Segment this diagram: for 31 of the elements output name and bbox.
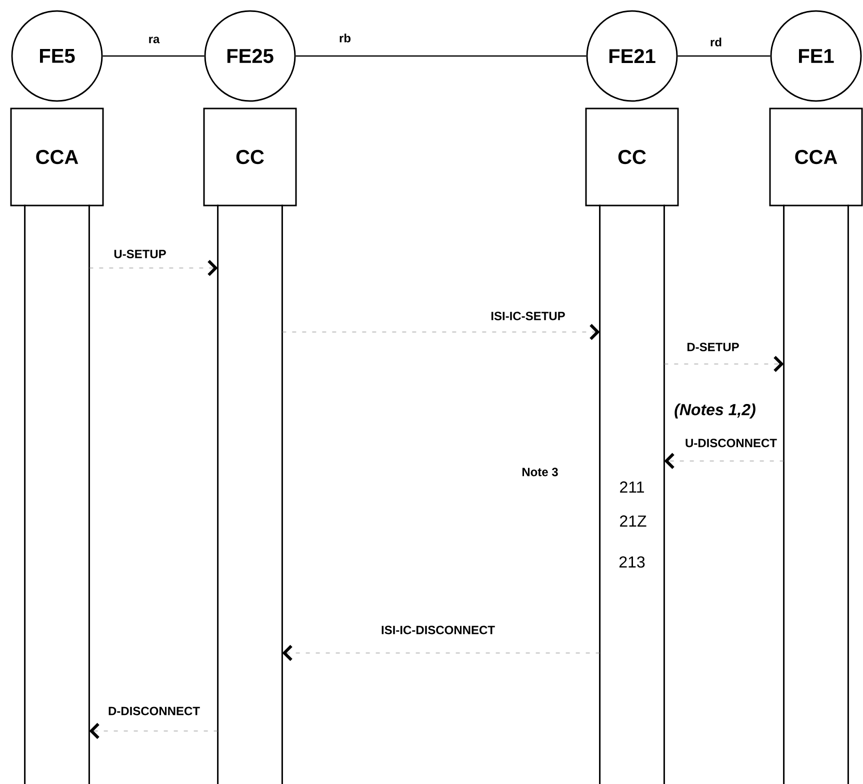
note-text: 21Z — [620, 515, 646, 527]
edge-label: ra — [147, 36, 161, 44]
message-arrow — [89, 722, 218, 740]
note-text: 211 — [620, 481, 644, 493]
edge-label: U-SETUP — [112, 248, 168, 260]
lifeline-bar — [24, 204, 90, 784]
entity-box: CCA — [10, 108, 104, 206]
connector-line — [678, 55, 770, 57]
lifeline-bar — [599, 204, 665, 784]
message-arrow — [664, 356, 784, 372]
edge-label: rd — [709, 36, 723, 48]
edge-label: U-DISCONNECT — [684, 438, 778, 448]
connector-line — [296, 55, 586, 57]
message-arrow — [664, 452, 784, 470]
entity-box: CCA — [769, 108, 863, 206]
message-arrow — [282, 324, 600, 340]
note-text: Note 3 — [522, 468, 558, 476]
edge-label: D-DISCONNECT — [107, 706, 201, 716]
lifeline-bar — [217, 204, 283, 784]
note-text: (Notes 1,2) — [674, 404, 756, 418]
message-arrow — [88, 260, 218, 276]
edge-label: D-SETUP — [686, 342, 740, 352]
edge-label: ISI-IC-SETUP — [490, 310, 566, 322]
edge-label: rb — [338, 32, 352, 44]
connector-line — [102, 55, 204, 57]
entity-box: CC — [203, 108, 297, 206]
entity-box: CC — [585, 108, 679, 206]
lifeline-bar — [783, 204, 849, 784]
edge-label: ISI-IC-DISCONNECT — [380, 624, 496, 636]
message-arrow — [282, 644, 600, 662]
note-text: 213 — [619, 556, 645, 568]
